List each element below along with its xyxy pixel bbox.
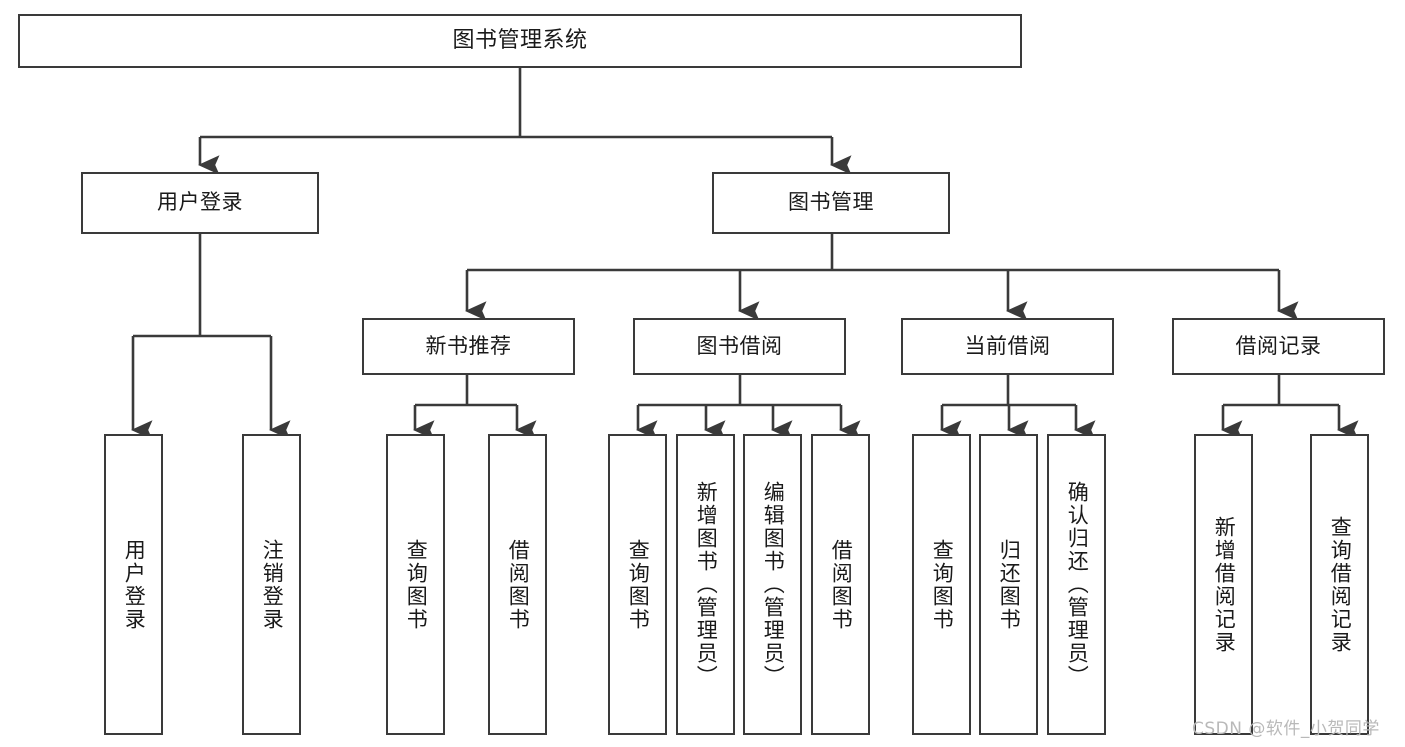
node-label: 用户登录: [157, 190, 243, 215]
node-label: 图书借阅: [696, 333, 783, 358]
leaf-user-login-login[interactable]: 用户登录: [104, 434, 163, 735]
leaf-borrow-query-book[interactable]: 查询图书: [608, 434, 667, 735]
node-label: 当前借阅: [964, 333, 1051, 358]
leaf-user-login-logout[interactable]: 注销登录: [242, 434, 301, 735]
node-label: 用户登录: [122, 538, 147, 631]
leaf-records-add-record[interactable]: 新增借阅记录: [1194, 434, 1253, 735]
node-label: 新书推荐: [425, 333, 512, 358]
node-label: 查询图书: [404, 538, 429, 631]
leaf-borrow-add-book-admin[interactable]: 新增图书（管理员）: [676, 434, 735, 735]
node-label: 查询图书: [930, 538, 955, 631]
leaf-current-confirm-return-admin[interactable]: 确认归还（管理员）: [1047, 434, 1106, 735]
node-label: 确认归还（管理员）: [1065, 481, 1090, 688]
leaf-borrow-borrow-book[interactable]: 借阅图书: [811, 434, 870, 735]
leaf-current-return-book[interactable]: 归还图书: [979, 434, 1038, 735]
leaf-borrow-edit-book-admin[interactable]: 编辑图书（管理员）: [743, 434, 802, 735]
node-label: 借阅图书: [506, 538, 531, 631]
node-label: 图书管理系统: [452, 27, 588, 53]
node-root-book-management-system[interactable]: 图书管理系统: [18, 14, 1022, 68]
node-book-borrow[interactable]: 图书借阅: [633, 318, 846, 375]
node-label: 借阅图书: [829, 538, 854, 631]
node-borrow-records[interactable]: 借阅记录: [1172, 318, 1385, 375]
node-label: 新增图书（管理员）: [694, 481, 719, 688]
node-label: 查询借阅记录: [1328, 515, 1353, 654]
node-new-book-recommend[interactable]: 新书推荐: [362, 318, 575, 375]
leaf-new-book-query[interactable]: 查询图书: [386, 434, 445, 735]
node-current-borrow[interactable]: 当前借阅: [901, 318, 1114, 375]
node-label: 图书管理: [788, 190, 874, 215]
node-user-login[interactable]: 用户登录: [81, 172, 319, 234]
leaf-current-query-book[interactable]: 查询图书: [912, 434, 971, 735]
csdn-watermark: CSDN @软件_小贺同学: [1192, 719, 1380, 739]
node-label: 归还图书: [997, 538, 1022, 631]
leaf-new-book-borrow[interactable]: 借阅图书: [488, 434, 547, 735]
node-label: 注销登录: [260, 538, 285, 631]
node-label: 查询图书: [626, 538, 651, 631]
node-label: 新增借阅记录: [1212, 515, 1237, 654]
node-book-management[interactable]: 图书管理: [712, 172, 950, 234]
leaf-records-query-record[interactable]: 查询借阅记录: [1310, 434, 1369, 735]
node-label: 编辑图书（管理员）: [761, 481, 786, 688]
node-label: 借阅记录: [1235, 333, 1322, 358]
